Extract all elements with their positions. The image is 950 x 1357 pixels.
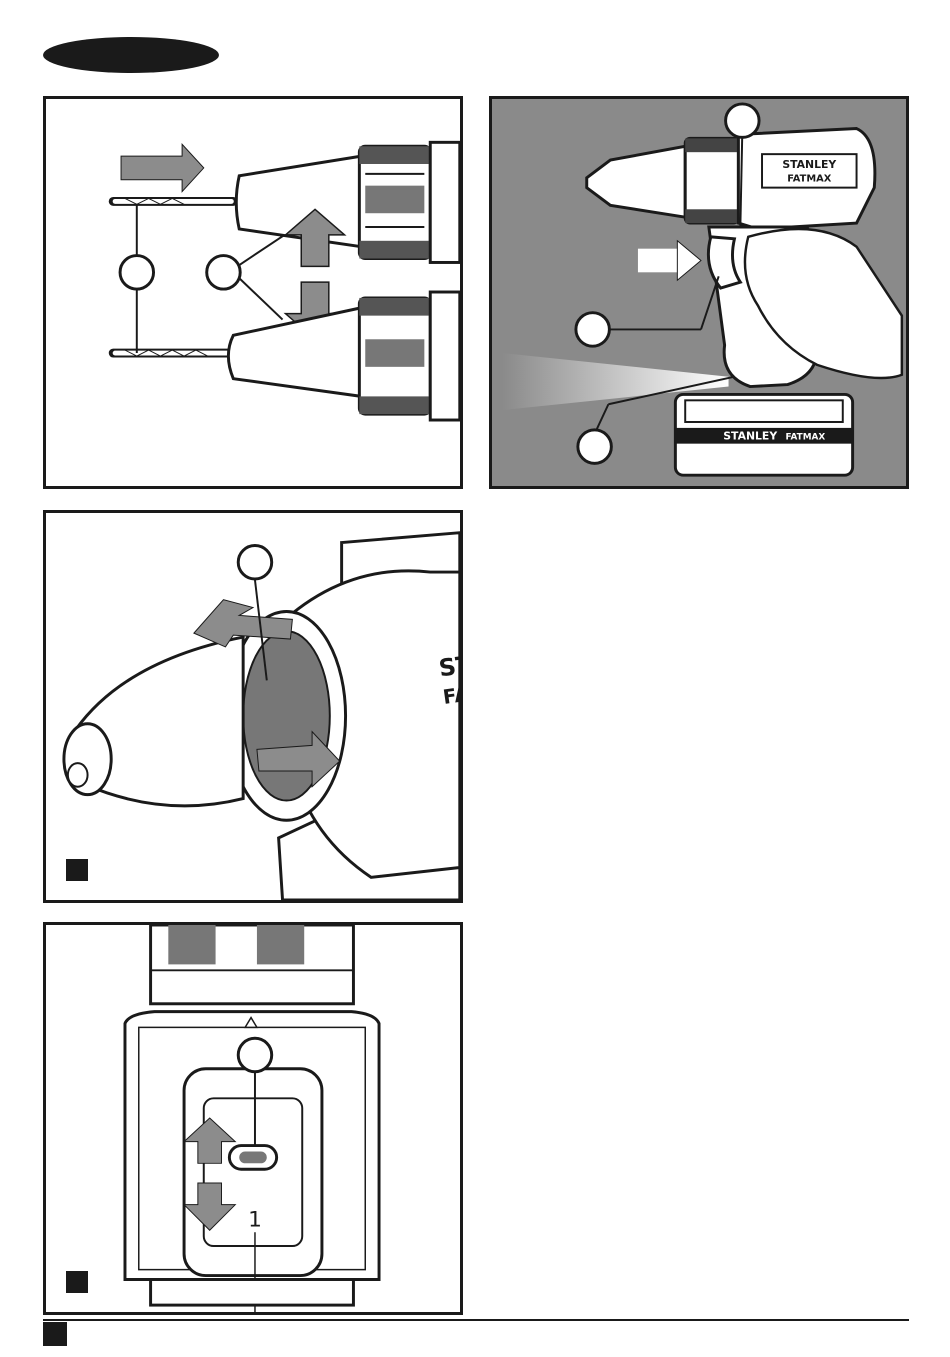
- chuck-bit-illustration: [46, 99, 460, 486]
- callout-line: [701, 276, 719, 329]
- callout-line: [237, 276, 282, 319]
- push-arrow-icon: [638, 241, 701, 280]
- callout-circle: [238, 1038, 271, 1071]
- torque-collar-illustration: STAN FAT: [46, 513, 460, 900]
- gear-selector-illustration: 1: [46, 925, 460, 1312]
- callout-line: [237, 235, 284, 267]
- language-tab: [43, 37, 219, 73]
- partial-line-label: FAT: [442, 681, 460, 709]
- drill-chuck: [587, 138, 739, 223]
- figure-gear-selector: 1: [43, 922, 463, 1315]
- callout-circle: [578, 430, 611, 463]
- page-number-marker: [43, 1322, 67, 1346]
- footer-rule: [43, 1319, 909, 1321]
- drill-body: STANLEY FATMAX: [738, 129, 874, 229]
- figure-trigger-light: STANLEY FATMAX STANLEY FATMAX: [489, 96, 909, 489]
- callout-circle: [726, 104, 759, 137]
- gear-position-label: 1: [248, 1207, 262, 1232]
- callout-circle: [576, 313, 609, 346]
- chuck-lower: [228, 292, 459, 420]
- figure-chuck-bit: [43, 96, 463, 489]
- callout-circle: [207, 256, 240, 289]
- battery-brand-label: STANLEY: [723, 430, 777, 443]
- drill-bit-upper: [113, 198, 233, 204]
- trigger-light-illustration: STANLEY FATMAX STANLEY FATMAX: [492, 99, 906, 486]
- figure-letter-marker: [66, 1271, 88, 1293]
- drill-bit-lower: [113, 350, 231, 356]
- callout-circle: [120, 256, 153, 289]
- figure-letter-marker: [66, 859, 88, 881]
- brand-label: STANLEY: [782, 158, 836, 171]
- callout-circle: [238, 545, 271, 578]
- battery-line-label: FATMAX: [785, 433, 825, 443]
- line-label: FATMAX: [787, 174, 832, 185]
- push-arrow-icon: [121, 144, 204, 191]
- battery-pack: STANLEY FATMAX: [675, 394, 852, 475]
- figure-torque-collar: STAN FAT: [43, 510, 463, 903]
